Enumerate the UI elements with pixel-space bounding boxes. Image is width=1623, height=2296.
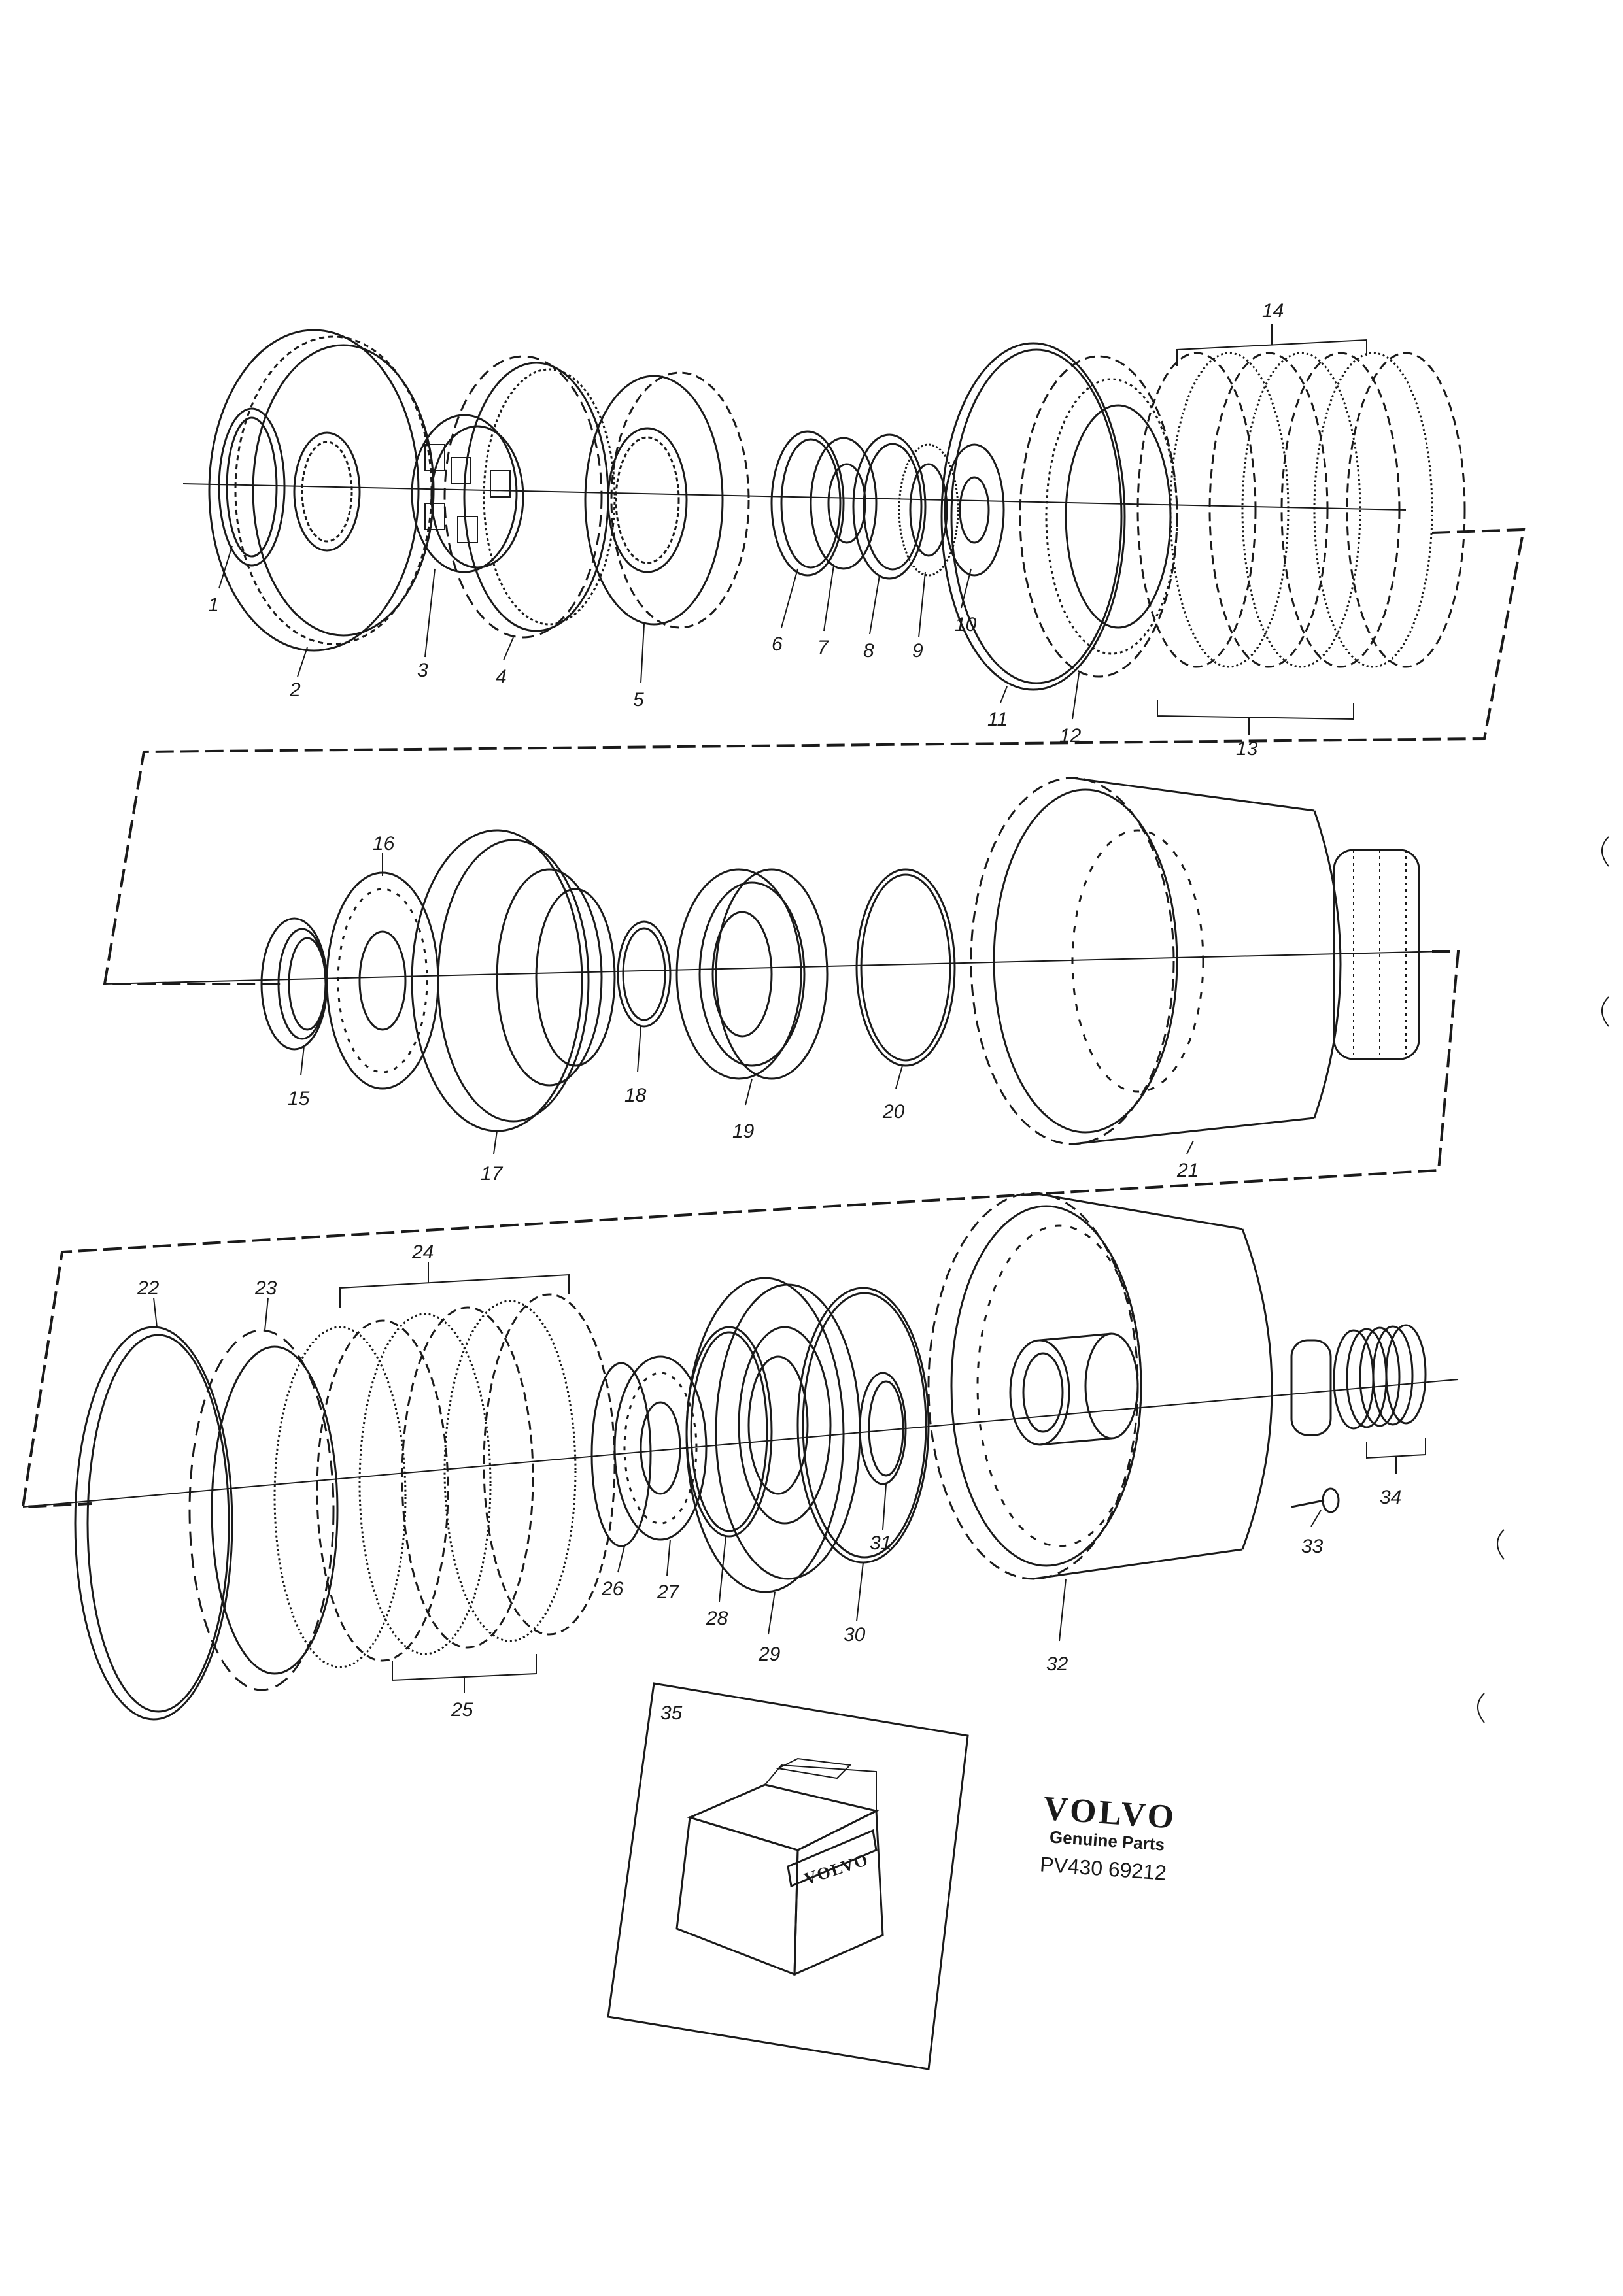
callout-29: 29 <box>758 1644 781 1665</box>
callout-17: 17 <box>481 1163 504 1185</box>
callout-34: 34 <box>1380 1487 1401 1508</box>
part-2-gear <box>208 329 435 652</box>
callout-labels: 1 2 3 4 5 6 7 8 9 10 11 12 13 14 15 16 1… <box>137 300 1401 1724</box>
callout-8: 8 <box>863 640 874 662</box>
callout-28: 28 <box>706 1608 728 1629</box>
callout-2: 2 <box>289 679 301 701</box>
part-10-washer <box>944 443 1005 577</box>
callout-1: 1 <box>208 594 219 616</box>
part-16-spring-plate <box>326 871 439 1090</box>
callout-30: 30 <box>844 1624 866 1646</box>
callout-20: 20 <box>882 1101 905 1123</box>
part-8-ring <box>852 433 927 580</box>
callout-15: 15 <box>288 1088 310 1109</box>
part-34-springs <box>1333 1324 1427 1474</box>
callout-19: 19 <box>732 1121 755 1142</box>
part-12-clutch-hub <box>1019 355 1178 678</box>
part-6-ring <box>770 430 845 577</box>
callout-35: 35 <box>660 1702 683 1724</box>
callout-leaders <box>153 545 1322 1642</box>
part-23-pressure-plate <box>188 1329 339 1691</box>
callout-4: 4 <box>496 666 507 688</box>
part-17-piston <box>411 829 616 1132</box>
callout-18: 18 <box>624 1085 647 1106</box>
row-1-assembly <box>182 324 1466 735</box>
part-18-o-ring <box>617 920 672 1028</box>
part-19-piston-housing <box>675 868 829 1080</box>
part-33-screw <box>1291 1487 1340 1513</box>
connector-row1-row2 <box>103 528 1526 985</box>
callout-5: 5 <box>633 689 644 711</box>
callout-32: 32 <box>1046 1653 1068 1675</box>
brand-logo: VOLVO <box>1042 1790 1178 1836</box>
part-1-snap-ring <box>218 407 286 567</box>
part-code: PV430 69212 <box>1039 1852 1167 1884</box>
row-3-assembly <box>22 1192 1459 1721</box>
row-2-assembly <box>104 777 1446 1145</box>
part-5-ring-gear <box>584 371 750 629</box>
callout-25: 25 <box>451 1699 473 1721</box>
callout-9: 9 <box>912 640 923 662</box>
part-22-snap-ring <box>74 1326 233 1721</box>
part-26-washer <box>590 1362 652 1547</box>
callout-26: 26 <box>601 1578 624 1600</box>
callout-3: 3 <box>417 660 428 681</box>
callout-23: 23 <box>254 1277 277 1299</box>
callout-31: 31 <box>870 1532 891 1554</box>
part-35-kit-box <box>607 1682 969 2070</box>
part-30-seal-ring <box>796 1287 930 1564</box>
part-20-seal-ring <box>855 868 956 1067</box>
part-11-snap-ring <box>940 342 1126 691</box>
callout-27: 27 <box>657 1581 680 1603</box>
callout-13: 13 <box>1236 738 1258 760</box>
branding-block: VOLVO Genuine Parts PV430 69212 <box>1039 1790 1178 1885</box>
callout-7: 7 <box>817 637 829 658</box>
part-31-o-ring <box>859 1372 907 1485</box>
callout-22: 22 <box>137 1277 160 1299</box>
part-9-needle-bearing <box>898 443 959 577</box>
callout-33: 33 <box>1301 1536 1324 1557</box>
callout-14: 14 <box>1262 300 1284 322</box>
part-32-drum <box>927 1192 1332 1580</box>
margin-marks <box>1477 836 1609 1723</box>
callout-12: 12 <box>1059 725 1082 747</box>
callout-24: 24 <box>411 1241 434 1263</box>
part-4-sprocket <box>443 355 616 639</box>
part-13-14-clutch-pack <box>1136 324 1466 735</box>
callout-10: 10 <box>955 614 977 635</box>
callout-6: 6 <box>772 633 783 655</box>
part-3-bearing-cage <box>411 414 524 573</box>
part-24-25-clutch-pack <box>273 1262 616 1693</box>
callout-11: 11 <box>987 709 1008 730</box>
callout-16: 16 <box>373 833 395 854</box>
part-21-clutch-drum <box>970 777 1420 1145</box>
callout-21: 21 <box>1176 1160 1199 1181</box>
part-27-spring-plate <box>613 1355 708 1541</box>
part-7-ring <box>810 437 878 570</box>
